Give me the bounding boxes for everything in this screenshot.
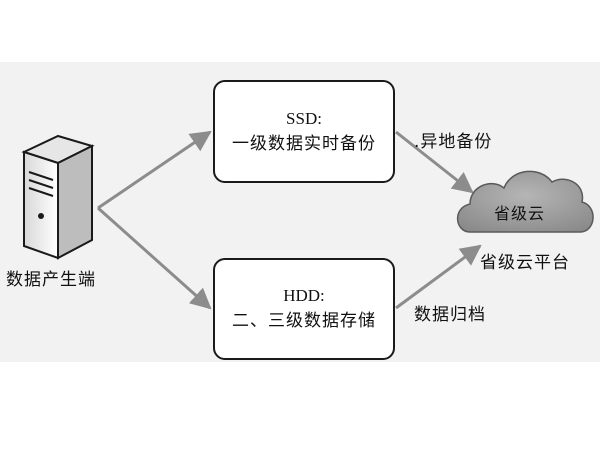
cloud-icon bbox=[456, 170, 594, 233]
hdd-box: HDD: 二、三级数据存储 bbox=[213, 258, 395, 360]
arrow-ssd-to-cloud bbox=[395, 130, 474, 194]
ssd-title: SSD: bbox=[286, 108, 322, 128]
source-label: 数据产生端 bbox=[6, 270, 96, 290]
offsite-backup-label: .异地备份 bbox=[414, 132, 493, 152]
arrow-source-to-ssd bbox=[97, 130, 212, 210]
hdd-title: HDD: bbox=[283, 286, 325, 305]
arrow-source-to-hdd bbox=[97, 206, 212, 310]
hdd-subtitle: 二、三级数据存储 bbox=[232, 311, 376, 331]
ssd-box: SSD: 一级数据实时备份 bbox=[213, 80, 395, 183]
server-tower-icon bbox=[21, 134, 95, 260]
cloud-inner-label: 省级云 bbox=[494, 204, 546, 223]
ssd-subtitle: 一级数据实时备份 bbox=[232, 133, 376, 154]
archive-label: 数据归档 bbox=[414, 305, 486, 325]
cloud-platform-label: 省级云平台 bbox=[480, 253, 570, 273]
arrow-hdd-to-cloud bbox=[395, 244, 482, 310]
